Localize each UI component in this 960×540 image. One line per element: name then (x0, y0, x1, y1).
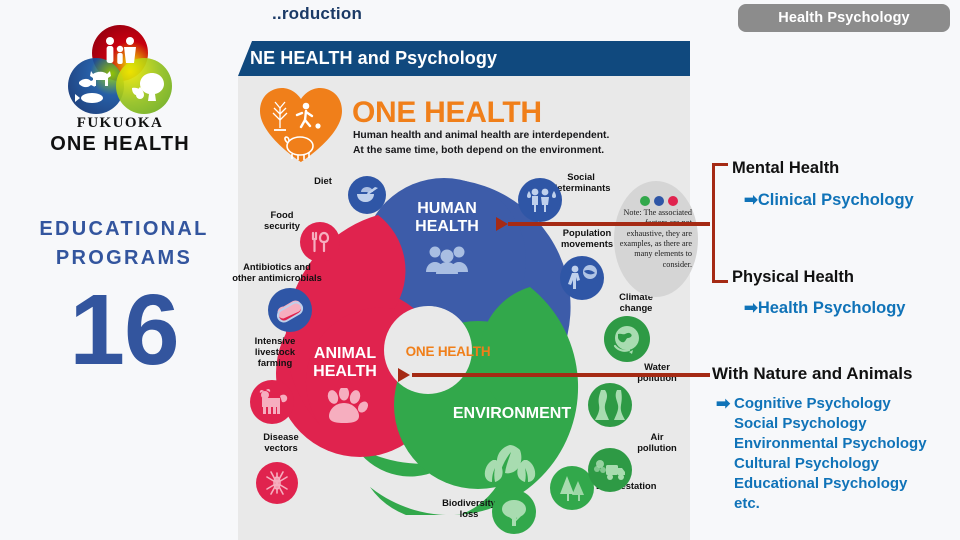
factor-label-population-movements: Population movements (560, 227, 614, 249)
pines-icon[interactable] (550, 466, 594, 510)
core-label-one-health: ONE HEALTH (405, 344, 491, 359)
lobe-label-environment: ENVIRONMENT (452, 405, 572, 422)
arrow-head-human (496, 217, 508, 231)
logo-icon (68, 25, 172, 114)
arrow-line-human (508, 222, 710, 226)
heart-icon (258, 86, 344, 164)
paw-icon (327, 388, 368, 423)
tree-icon[interactable] (492, 490, 536, 534)
migration-icon[interactable] (560, 256, 604, 300)
cow-icon[interactable] (250, 380, 294, 424)
leaves-icon (484, 445, 536, 482)
factor-label-water-pollution: Water pollution (637, 361, 677, 383)
logo-text-fukuoka: FUKUOKA (76, 115, 164, 131)
people-icon[interactable] (518, 178, 562, 222)
right-body-health-psychology: ➡Health Psychology (744, 299, 906, 317)
factor-label-livestock: Intensive livestock farming (254, 335, 296, 368)
river-icon[interactable] (588, 383, 632, 427)
arrow-line-animal (412, 373, 710, 377)
factor-label-biodiversity: Biodiversity loss (442, 497, 496, 519)
tab-label: Health Psychology (778, 10, 910, 26)
triskelion-shapes (276, 178, 579, 515)
note-text: Note: The associated factors are not exh… (619, 208, 692, 269)
factor-label-food-security: Food security (264, 209, 300, 231)
bracket-connector (712, 163, 728, 283)
lobe-label-animal: ANIMAL HEALTH (313, 345, 377, 381)
right-heading-mental-health: Mental Health (732, 159, 840, 177)
breadcrumb: ..roduction (272, 4, 363, 23)
factor-label-disease-vectors: Disease vectors (263, 431, 299, 453)
factor-label-antibiotics: Antibiotics and other antimicrobials (232, 261, 322, 283)
infographic-subtitle: Human health and animal health are inter… (353, 130, 610, 156)
right-body-clinical-psychology: ➡Clinical Psychology (744, 191, 914, 209)
arrow-head-animal (398, 368, 410, 382)
legend-dot-blue (654, 196, 664, 206)
mosquito-icon[interactable] (256, 462, 298, 504)
right-list-psychologies: Cognitive Psychology Social Psychology E… (734, 395, 927, 512)
section-banner-title: NE HEALTH and Psychology (250, 48, 498, 68)
factor-label-social-determinants: Social determinants (551, 171, 611, 193)
section-banner (238, 41, 690, 76)
lobe-label-human: HUMAN HEALTH (415, 200, 479, 236)
right-arrow-icon: ➡ (716, 394, 731, 413)
factor-label-diet: Diet (314, 175, 332, 186)
factor-label-deforestation: Deforestation (596, 480, 657, 491)
fukuoka-one-health-logo (60, 22, 180, 162)
factor-label-climate-change: Climate change (619, 291, 653, 313)
globe-icon[interactable] (604, 316, 650, 362)
note-legend-dots (640, 196, 678, 206)
truck-smoke-icon[interactable] (588, 448, 632, 492)
factor-label-air-pollution: Air pollution (637, 431, 677, 453)
people-group-icon (426, 246, 468, 274)
pill-icon[interactable] (268, 288, 312, 332)
logo-text-one-health: ONE HEALTH (50, 133, 190, 155)
bowl-icon[interactable] (348, 176, 386, 214)
right-heading-physical-health: Physical Health (732, 268, 854, 286)
right-heading-with-nature: With Nature and Animals (712, 364, 913, 383)
infographic-title: ONE HEALTH (352, 96, 542, 129)
legend-dot-green (640, 196, 650, 206)
program-count: 16 (69, 274, 179, 386)
educational-programs-label: EDUCATIONAL PROGRAMS (39, 218, 209, 269)
tab-health-psychology[interactable]: Health Psychology (738, 4, 950, 32)
cutlery-icon[interactable] (300, 222, 340, 262)
legend-dot-red (668, 196, 678, 206)
